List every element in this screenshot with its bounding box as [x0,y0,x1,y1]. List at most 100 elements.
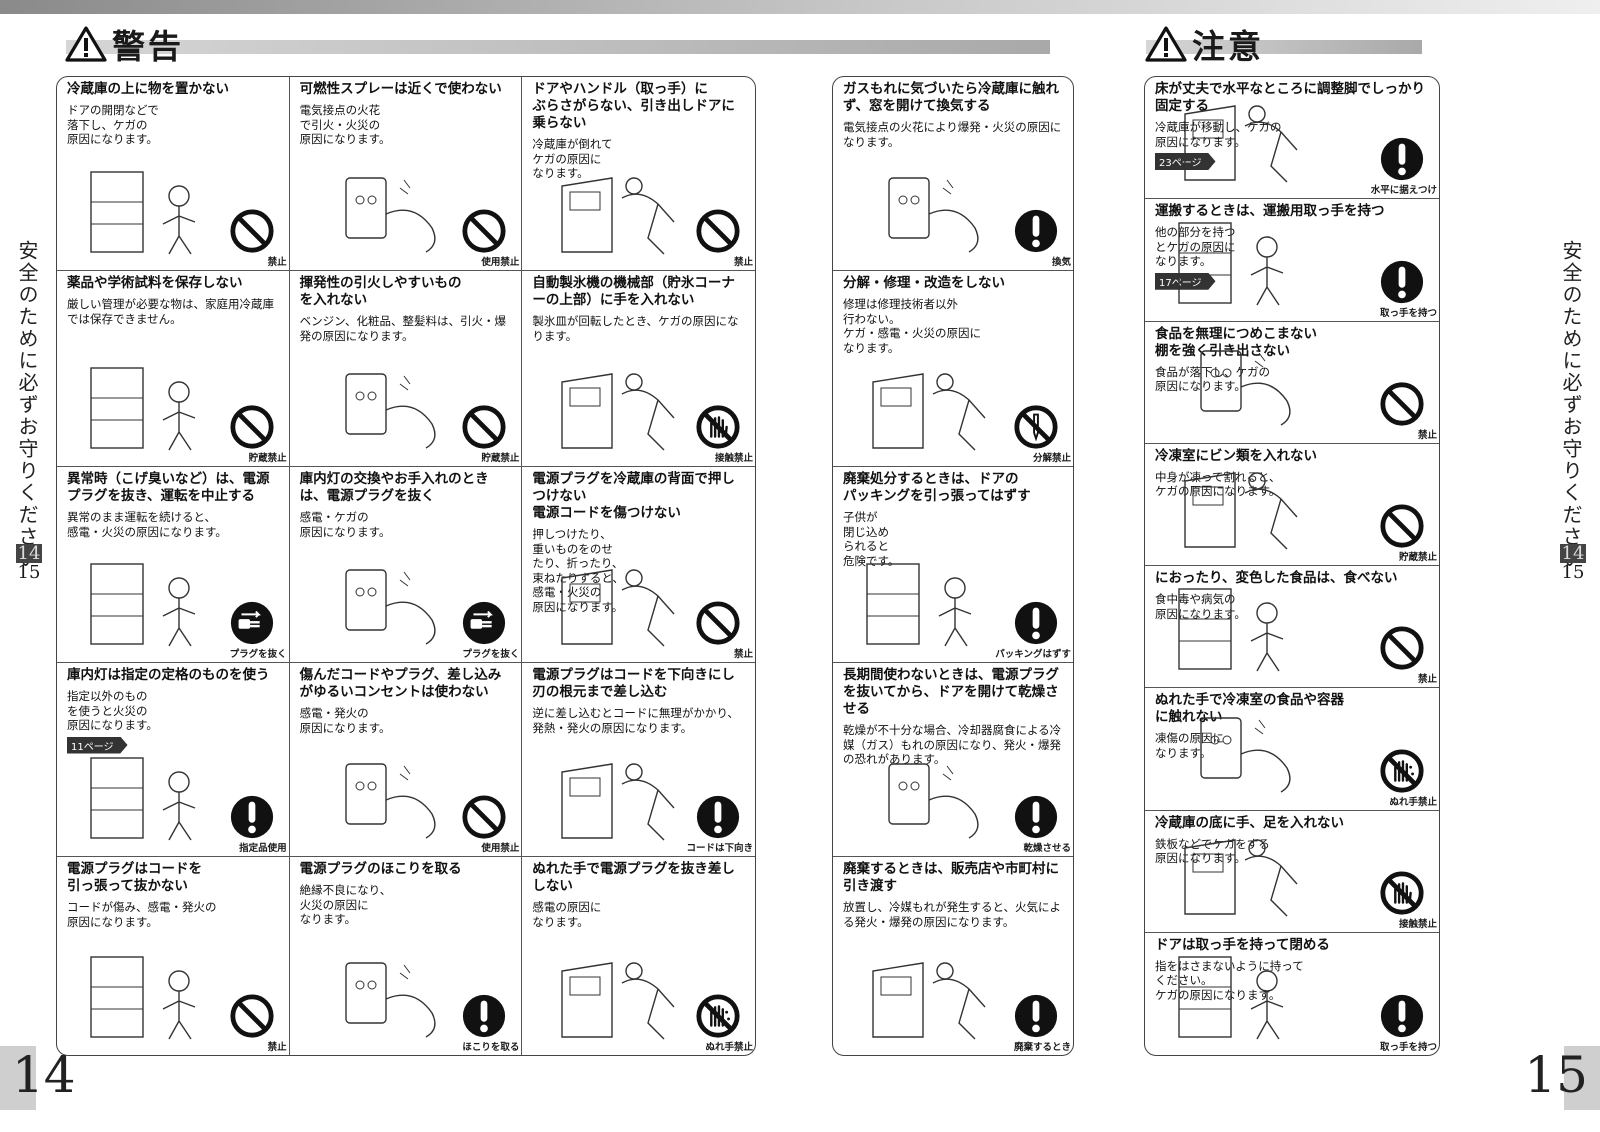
item-title: 電源プラグはコードを引っ張って抜かない [67,861,202,894]
item-description: 感電の原因になります。 [532,900,602,929]
safety-item: 電源プラグを冷蔵庫の背面で押しつけない電源コードを傷つけない押しつけたり、重いも… [522,467,755,663]
item-title: 異常時（こげ臭いなど）は、電源プラグを抜き、運転を中止する [67,471,270,504]
warning-triangle-icon [1145,26,1187,62]
safety-item: 廃棄するときは、販売店や市町村に引き渡す放置し、冷媒もれが発生すると、火気による… [833,857,1073,1055]
illustration-image [561,373,675,451]
illustration-image [344,177,436,253]
safety-item: 運搬するときは、運搬用取っ手を持つ他の部分を持つとケガの原因になります。17ペー… [1145,199,1439,322]
item-title: ガスもれに気づいたら冷蔵庫に触れず、窓を開けて換気する [843,81,1059,114]
side-title-left: 安全のために必ずお守りください [15,240,39,570]
item-description: 電気接点の火花により爆発・火災の原因になります。 [843,120,1062,149]
illustration-image [1184,105,1298,183]
item-title: 自動製氷機の機械部（貯氷コーナーの上部）に手を入れない [532,275,735,308]
symbol-label: 廃棄するとき [1013,1042,1071,1053]
item-title: 廃棄するときは、販売店や市町村に引き渡す [843,861,1059,894]
symbol-label: 禁止 [733,257,753,268]
prohibit-icon [1380,382,1424,426]
safety-item: ドアやハンドル（取っ手）にぶらさがらない、引き出しドアに乗らない冷蔵庫が倒れてケ… [522,77,755,271]
safety-item: 冷蔵庫の上に物を置かないドアの開閉などで落下し、ケガの原因になります。禁止 [57,77,290,271]
illustration-image [90,171,196,255]
illustration-image [1178,956,1284,1040]
safety-item: 冷蔵庫の底に手、足を入れない鉄板などでケガをする原因になります。接触禁止 [1145,811,1439,933]
symbol-label: 換気 [1051,257,1071,268]
wethand-icon [696,994,740,1038]
symbol-label: 貯蔵禁止 [1398,552,1437,563]
warning-panel-right: ガスもれに気づいたら冷蔵庫に触れず、窓を開けて換気する電気接点の火花により爆発・… [832,76,1074,1056]
item-description: ベンジン、化粧品、整髪料は、引火・爆発の原因になります。 [299,314,506,343]
safety-item: 電源プラグのほこりを取る絶縁不良になり、火災の原因になります。ほこりを取る [290,857,523,1055]
safety-item: 自動製氷機の機械部（貯氷コーナーの上部）に手を入れない製氷皿が回転したとき、ケガ… [522,271,755,467]
mandatory-icon [1380,994,1424,1038]
item-description: ドアの開閉などで落下し、ケガの原因になります。 [67,103,159,146]
illustration-image [561,177,675,255]
illustration-image [1184,472,1298,550]
symbol-label: ほこりを取る [462,1042,520,1053]
safety-item: 電源プラグはコードを下向きにし刃の根元まで差し込む逆に差し込むとコードに無理がか… [522,663,755,857]
item-title: 分解・修理・改造をしない [843,275,1005,291]
safety-item: 冷凍室にビン類を入れない中身が凍って割れると、ケガの原因になります。貯蔵禁止 [1145,444,1439,566]
item-description: 逆に差し込むとコードに無理がかかり、発熱・発火の原因になります。 [532,706,739,735]
item-description: 放置し、冷媒もれが発生すると、火気による発火・爆発の原因になります。 [843,900,1062,929]
prohibit-icon [230,994,274,1038]
mandatory-icon [1014,601,1058,645]
item-title: 床が丈夫で水平なところに調整脚でしっかり固定する [1155,81,1425,114]
symbol-label: 接触禁止 [1398,918,1437,930]
symbol-label: 禁止 [733,649,753,660]
caution-panel: 床が丈夫で水平なところに調整脚でしっかり固定する冷蔵庫が移動し、ケガの原因になり… [1144,76,1440,1056]
item-title: 冷凍室にビン類を入れない [1155,447,1317,464]
safety-item: ガスもれに気づいたら冷蔵庫に触れず、窓を開けて換気する電気接点の火花により爆発・… [833,77,1073,271]
item-title: 運搬するときは、運搬用取っ手を持つ [1155,203,1385,220]
illustration-image [561,962,675,1040]
item-title: 廃棄処分するときは、ドアのパッキングを引っ張ってはずす [843,471,1031,504]
item-description: 感電・発火の原因になります。 [299,706,391,735]
warning-heading-bar [66,40,1050,54]
warning-panel: 冷蔵庫の上に物を置かないドアの開閉などで落下し、ケガの原因になります。禁止可燃性… [56,76,756,1056]
illustration-image [888,177,979,253]
symbol-label: ぬれ手禁止 [705,1042,753,1053]
item-description: 修理は修理技術者以外行わない。ケガ・感電・火災の原因になります。 [843,297,981,355]
caution-heading: 注意 [1144,26,1264,66]
notouch-icon [1380,871,1424,915]
item-title: 庫内灯は指定の定格のものを使う [67,667,270,683]
safety-item: ぬれた手で電源プラグを抜き差ししない感電の原因になります。ぬれ手禁止 [522,857,755,1055]
safety-item: 庫内灯の交換やお手入れのときは、電源プラグを抜く感電・ケガの原因になります。プラ… [289,467,523,663]
mandatory-icon [230,795,273,839]
symbol-label: 禁止 [1417,674,1437,686]
item-description: 押しつけたり、重いものをのせたり、折ったり、束ねたりすると、感電・火災の原因にな… [532,527,624,614]
mandatory-icon [1380,260,1424,303]
safety-item: 可燃性スプレーは近くで使わない電気接点の火花で引火・火災の原因になります。使用禁… [289,77,523,271]
symbol-label: パッキングはずす [995,649,1071,660]
item-description: 指をはさまないように持ってください。ケガの原因になります。 [1155,958,1304,1002]
item-description: 食中毒や病気の原因になります。 [1155,592,1246,621]
side-title-right: 安全のために必ずお守りください [1559,240,1583,570]
symbol-label: 取っ手を持つ [1379,1042,1437,1053]
illustration-image [1178,221,1284,305]
illustration-image [872,962,986,1040]
mandatory-icon [1014,209,1058,253]
symbol-label: 接触禁止 [714,453,753,464]
symbol-label: プラグを抜く [229,649,287,660]
illustration-image [90,757,196,841]
mandatory-icon [463,994,506,1038]
item-title: 薬品や学術試料を保存しない [67,275,243,291]
safety-item: 傷んだコードやプラグ、差し込みがゆるいコンセントは使わない感電・発火の原因になり… [289,663,523,857]
illustration-image [344,569,436,645]
safety-item: 床が丈夫で水平なところに調整脚でしっかり固定する冷蔵庫が移動し、ケガの原因になり… [1145,77,1439,200]
item-description: 指定以外のものを使うと火災の原因になります。 [67,689,158,732]
item-title: 可燃性スプレーは近くで使わない [299,81,502,97]
item-description: 乾燥が不十分な場合、冷却器腐食による冷媒（ガス）もれの原因になり、発火・爆発の恐… [843,723,1062,766]
illustration-image [561,763,675,841]
symbol-label: 水平に据えつけ [1370,185,1437,197]
safety-item: 庫内灯は指定の定格のものを使う指定以外のものを使うと火災の原因になります。11ペ… [57,663,290,857]
safety-item: 電源プラグはコードを引っ張って抜かないコードが傷み、感電・発火の原因になります。… [57,857,290,1055]
symbol-label: 禁止 [267,1042,287,1053]
item-title: 電源プラグを冷蔵庫の背面で押しつけない電源コードを傷つけない [532,471,735,521]
safety-item: ぬれた手で冷凍室の食品や容器に触れない凍傷の原因になります。ぬれ手禁止 [1145,688,1439,811]
disassemble-icon [1014,405,1058,449]
page-reference-tag: 17ページ [1155,272,1216,290]
symbol-label: 指定品使用 [239,843,287,854]
prohibit-icon [230,405,274,449]
illustration-image [1184,838,1298,917]
